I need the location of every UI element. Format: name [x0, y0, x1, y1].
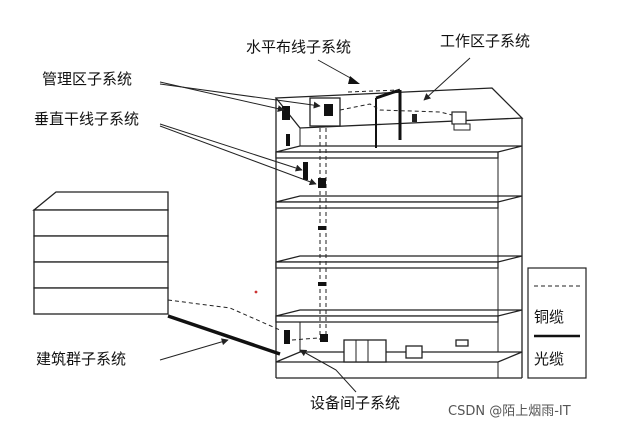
label-admin-subsystem: 管理区子系统 [42, 70, 132, 88]
label-work-area-subsystem: 工作区子系统 [440, 32, 530, 50]
partition-wall [375, 88, 401, 100]
outlet-icon [324, 104, 333, 116]
cable-legend: 铜缆 光缆 [527, 267, 587, 379]
device-icon [405, 345, 423, 359]
patch-panel-icon [282, 106, 290, 120]
campus-cable-thick [167, 314, 281, 356]
label-backbone-subsystem: 垂直干线子系统 [34, 110, 139, 128]
floor-slab [275, 309, 523, 323]
campus-cable-dashed [167, 299, 281, 331]
label-equipment-room-subsystem: 设备间子系统 [310, 394, 400, 412]
legend-copper-label: 铜缆 [534, 308, 564, 326]
secondary-building [32, 191, 169, 315]
workstation-icon [451, 111, 471, 131]
backbone-riser [303, 128, 327, 340]
main-building [274, 87, 524, 379]
phone-icon [455, 339, 469, 347]
equipment-room [284, 330, 469, 363]
watermark: CSDN @陌上烟雨-IT [448, 404, 571, 419]
floor-slab [275, 145, 523, 159]
floor-slab [275, 255, 523, 269]
horizontal-cable [339, 103, 457, 117]
label-horizontal-subsystem: 水平布线子系统 [246, 38, 351, 56]
legend-fiber-label: 光缆 [534, 350, 564, 368]
server-rack-icon [343, 339, 387, 363]
label-campus-subsystem: 建筑群子系统 [36, 350, 126, 368]
floor-slab [275, 195, 523, 209]
